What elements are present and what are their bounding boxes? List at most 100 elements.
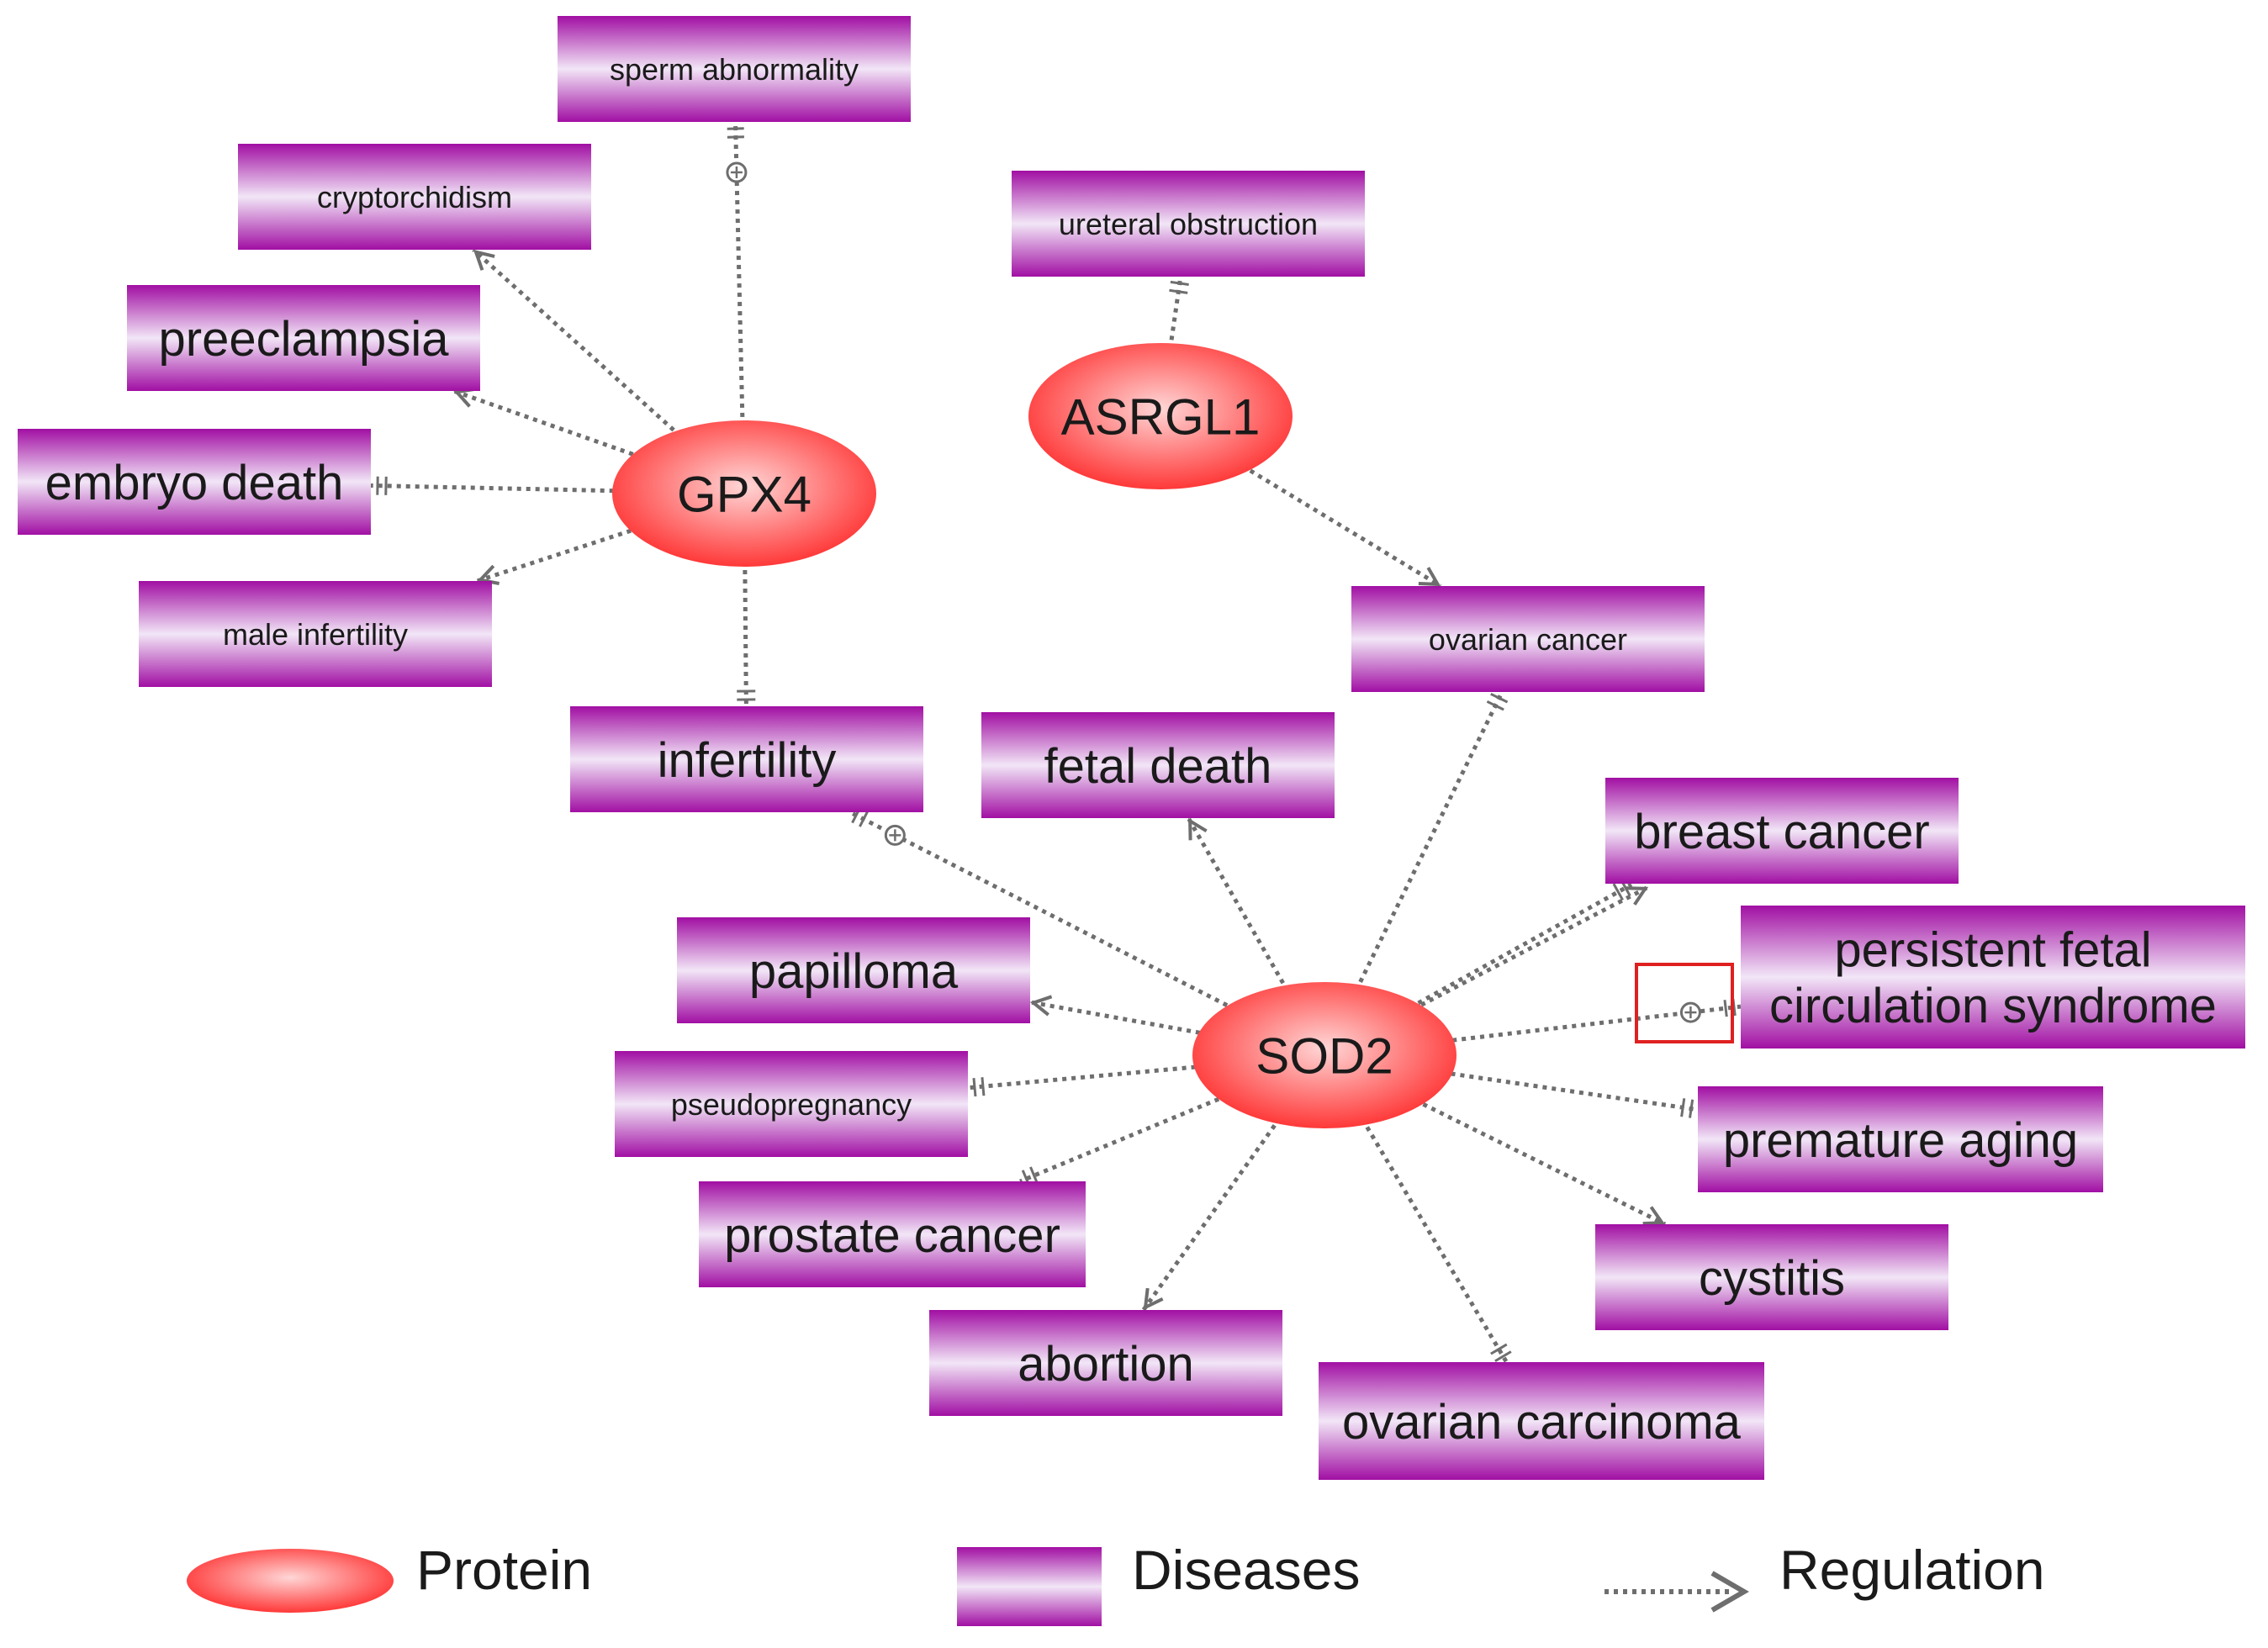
- legend: Protein Diseases Regulation: [187, 1539, 2045, 1626]
- disease-box: [238, 144, 591, 250]
- legend-protein-label: Protein: [416, 1539, 592, 1601]
- disease-box: [1741, 906, 2245, 1048]
- regulation-edge: [370, 476, 623, 495]
- disease-label: breast cancer: [1634, 805, 1929, 859]
- arrowhead-icon: [477, 564, 500, 585]
- disease-label: premature aging: [1723, 1113, 2078, 1168]
- disease-box: [1012, 171, 1365, 277]
- protein-label: SOD2: [1256, 1028, 1393, 1085]
- bar-marker-icon: [1486, 700, 1504, 711]
- disease-label: ovarian cancer: [1429, 622, 1627, 657]
- bar-marker-icon: [1490, 693, 1509, 704]
- disease-box: [699, 1181, 1086, 1287]
- disease-label: preeclampsia: [159, 312, 450, 367]
- protein-ellipse: [1028, 343, 1293, 489]
- protein-label: ASRGL1: [1061, 389, 1261, 446]
- disease-box: [677, 917, 1030, 1023]
- regulation-edge: [1141, 1117, 1282, 1312]
- arrowhead-icon: [1029, 995, 1053, 1017]
- disease-label: ovarian carcinoma: [1342, 1395, 1742, 1450]
- disease-box: [558, 16, 911, 122]
- protein-label: GPX4: [677, 467, 812, 523]
- regulation-edge: [726, 121, 748, 427]
- regulation-edge: [1443, 998, 1742, 1043]
- protein-node-asrgl1: ASRGL1: [1028, 343, 1293, 489]
- disease-label: embryo death: [45, 456, 344, 510]
- arrowhead-icon: [1418, 567, 1441, 587]
- disease-label: papilloma: [749, 944, 959, 999]
- disease-label: fetal death: [1044, 739, 1272, 794]
- disease-label: prostate cancer: [724, 1208, 1060, 1263]
- disease-label: cystitis: [1699, 1251, 1845, 1306]
- regulation-edge: [472, 248, 682, 438]
- protein-node-gpx4: GPX4: [612, 420, 876, 567]
- legend-regulation-label: Regulation: [1779, 1539, 2045, 1601]
- disease-label: abortion: [1018, 1337, 1194, 1392]
- regulation-edge: [1186, 816, 1290, 992]
- disease-box: [127, 285, 480, 391]
- legend-protein-swatch: [187, 1549, 394, 1613]
- regulation-edge: [1414, 1098, 1667, 1227]
- disease-label: sperm abnormality: [610, 52, 859, 87]
- regulation-edge: [849, 807, 1237, 1012]
- regulation-edge: [1409, 879, 1633, 1010]
- disease-node-ureteral-obstruction: ureteral obstruction: [1012, 171, 1365, 277]
- regulation-edge: [967, 1064, 1205, 1097]
- arrowhead-icon: [473, 249, 495, 271]
- bar-marker-icon: [972, 1077, 977, 1097]
- bar-marker-icon: [1169, 288, 1188, 294]
- selected-edge-highlight: [1635, 963, 1734, 1043]
- disease-node-male-infertility: male infertility: [139, 581, 492, 687]
- protein-ellipse: [612, 420, 876, 567]
- disease-box: [981, 712, 1335, 818]
- disease-label-line: persistent fetal: [1834, 923, 2151, 978]
- disease-box: [1605, 778, 1959, 884]
- arrowhead-icon: [1642, 1206, 1666, 1226]
- disease-node-prostate-cancer: prostate cancer: [699, 1181, 1086, 1287]
- disease-node-cryptorchidism: cryptorchidism: [238, 144, 591, 250]
- protein-node-sod2: SOD2: [1192, 982, 1456, 1128]
- disease-label: ureteral obstruction: [1059, 207, 1318, 241]
- regulation-edge: [1241, 463, 1442, 589]
- disease-label: infertility: [658, 733, 837, 788]
- disease-node-breast-cancer: breast cancer: [1605, 778, 1959, 884]
- disease-label: cryptorchidism: [317, 180, 512, 214]
- disease-node-pseudopregnancy: pseudopregnancy: [615, 1051, 968, 1157]
- regulation-edge: [1412, 885, 1650, 1012]
- regulation-edge: [452, 387, 643, 460]
- regulation-edge: [1168, 276, 1189, 350]
- disease-node-infertility: infertility: [570, 706, 923, 812]
- disease-node-cystitis: cystitis: [1595, 1224, 1948, 1330]
- disease-box: [570, 706, 923, 812]
- bar-marker-icon: [1612, 883, 1624, 901]
- disease-node-premature-aging: premature aging: [1698, 1086, 2103, 1192]
- disease-node-sperm-abnormality: sperm abnormality: [558, 16, 911, 122]
- disease-box: [18, 429, 371, 535]
- disease-box: [1319, 1362, 1764, 1480]
- bar-marker-icon: [1029, 1166, 1039, 1185]
- protein-ellipse: [1192, 982, 1456, 1128]
- bar-marker-icon: [1494, 1350, 1512, 1363]
- disease-node-fetal-death: fetal death: [981, 712, 1335, 818]
- legend-regulation-arrow-icon: [1710, 1571, 1749, 1613]
- disease-node-ovarian-carcinoma: ovarian carcinoma: [1319, 1362, 1764, 1480]
- edges-layer: [370, 121, 1742, 1364]
- regulation-edge: [1354, 690, 1509, 991]
- bar-marker-icon: [1689, 1099, 1694, 1118]
- disease-box: [1698, 1086, 2103, 1192]
- arrowhead-icon: [1626, 886, 1649, 906]
- bar-marker-icon: [1170, 280, 1189, 286]
- disease-node-embryo-death: embryo death: [18, 429, 371, 535]
- disease-node-papilloma: papilloma: [677, 917, 1030, 1023]
- disease-box: [1351, 586, 1705, 692]
- disease-label: male infertility: [223, 617, 408, 652]
- regulation-edge: [737, 561, 756, 707]
- disease-node-preeclampsia: preeclampsia: [127, 285, 480, 391]
- bar-marker-icon: [981, 1077, 986, 1096]
- disease-box: [615, 1051, 968, 1157]
- bar-marker-icon: [1490, 1343, 1508, 1355]
- disease-box: [139, 581, 492, 687]
- legend-diseases-swatch: [957, 1547, 1102, 1626]
